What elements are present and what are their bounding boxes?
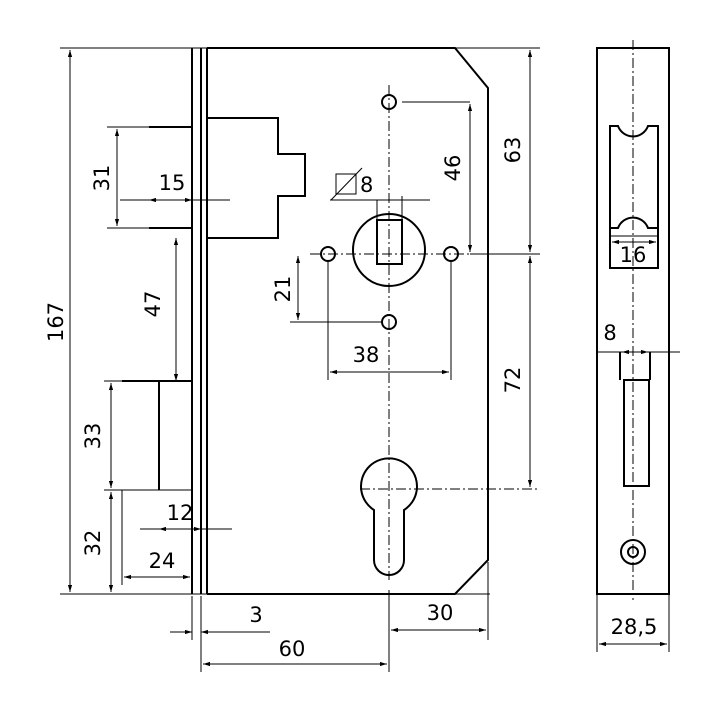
dim-front-to-cylinder: 60: [279, 637, 306, 661]
dim-faceplate-offset: 8: [603, 321, 616, 345]
latch-projection: [149, 126, 193, 229]
lock-side-view: 16 8 28,5: [596, 40, 680, 652]
faceplate-screw-hole: [620, 539, 646, 565]
dim-faceplate-width: 28,5: [611, 615, 658, 639]
dim-hole-spacing-vertical: 46: [441, 155, 465, 182]
dim-total-height: 167: [44, 302, 68, 342]
dim-right-offset: 30: [427, 601, 454, 625]
lock-case-outline: [207, 47, 489, 595]
dim-top-to-spindle: 63: [501, 137, 525, 164]
dim-latch-height: 31: [90, 165, 114, 192]
latch-slot: [609, 125, 659, 269]
dim-backset-offset: 3: [249, 603, 262, 627]
dead-bolt: [122, 380, 192, 490]
lock-front-view: [60, 47, 540, 595]
dim-bolt-projection: 12: [167, 501, 194, 525]
dim-spindle-to-cylinder: 72: [501, 367, 525, 394]
cylinder-cutout: [360, 457, 418, 576]
dim-bolt-bottom: 32: [81, 530, 105, 557]
bolt-slot: [623, 379, 650, 487]
dim-bolt-width: 24: [149, 549, 176, 573]
latch-bolt: [207, 117, 306, 239]
dim-latch-projection: 15: [159, 171, 186, 195]
dim-bolt-height: 33: [81, 423, 105, 450]
dim-hole-spacing-horizontal: 38: [353, 343, 380, 367]
dim-gap: 47: [141, 291, 165, 318]
dim-faceplate-slot: 16: [620, 243, 647, 267]
dimensions-front: 167 31 15 47 33 12 32 24 3: [44, 50, 533, 672]
dim-spindle-square: 8: [360, 173, 373, 197]
square-with-diagonal-icon: [330, 167, 363, 201]
dim-spindle-hole-offset: 21: [271, 276, 295, 303]
forend-plate: [191, 48, 208, 594]
